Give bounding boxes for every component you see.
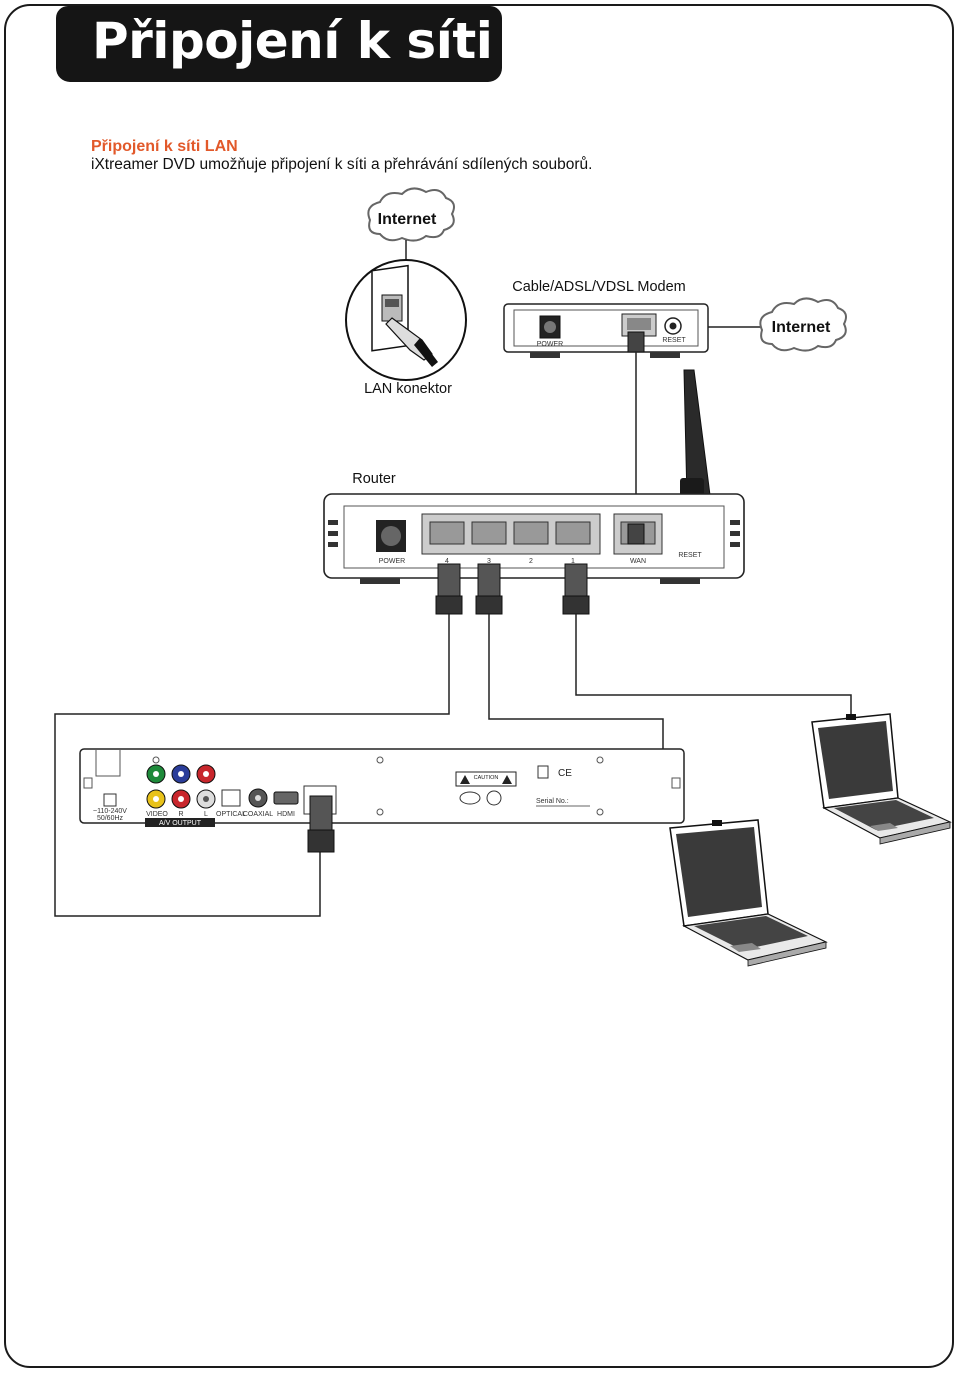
router-device: POWER 4 3 2 1 WAN RESET — [323, 493, 745, 584]
laptop-icon — [669, 819, 828, 967]
svg-text:CE: CE — [558, 768, 572, 779]
internet-cloud-top-label: Internet — [378, 211, 437, 228]
modem-reset-label: RESET — [662, 337, 686, 344]
optical-label: OPTICAL — [216, 811, 246, 818]
page-title: Připojení k síti — [92, 12, 493, 70]
router-reset-label: RESET — [678, 552, 702, 559]
serial-label: Serial No.: — [536, 798, 569, 805]
modem-power-label: POWER — [537, 341, 563, 348]
router-wan-label: WAN — [630, 558, 646, 565]
router-port-1-label: 1 — [571, 558, 575, 565]
internet-cloud-right-label: Internet — [772, 319, 831, 336]
router-port-3-label: 3 — [487, 558, 491, 565]
player-back-panel: ~110-240V 50/60Hz VIDEO R L A/V OUTPUT O… — [79, 748, 685, 827]
internet-cloud-right: Internet — [759, 297, 847, 352]
audio-r-label: R — [178, 811, 183, 818]
wall-jack-label: LAN konektor — [364, 381, 452, 397]
hdmi-label: HDMI — [277, 811, 295, 818]
video-label: VIDEO — [146, 811, 168, 818]
router-port-2-label: 2 — [529, 558, 533, 565]
router-port-4-label: 4 — [445, 558, 449, 565]
internet-cloud-top: Internet — [367, 187, 455, 242]
audio-l-label: L — [204, 811, 208, 818]
frequency-label: 50/60Hz — [97, 815, 124, 822]
title-tab — [56, 6, 502, 82]
wall-jack-icon — [345, 259, 467, 381]
caution-label: CAUTION — [474, 775, 499, 781]
laptop-icon — [811, 713, 952, 845]
lan-plugs — [435, 563, 590, 615]
section-description: iXtreamer DVD umožňuje připojení k síti … — [91, 156, 593, 173]
page-frame — [4, 4, 954, 1368]
av-output-label: A/V OUTPUT — [159, 820, 202, 827]
coaxial-label: COAXIAL — [243, 811, 273, 818]
router-power-label: POWER — [379, 558, 405, 565]
router-label: Router — [352, 471, 396, 487]
modem-device: POWER RESET — [503, 303, 709, 358]
modem-label: Cable/ADSL/VDSL Modem — [512, 279, 686, 295]
voltage-label: ~110-240V — [93, 808, 127, 815]
section-heading: Připojení k síti LAN — [91, 138, 238, 155]
player-lan-plug — [307, 795, 335, 853]
